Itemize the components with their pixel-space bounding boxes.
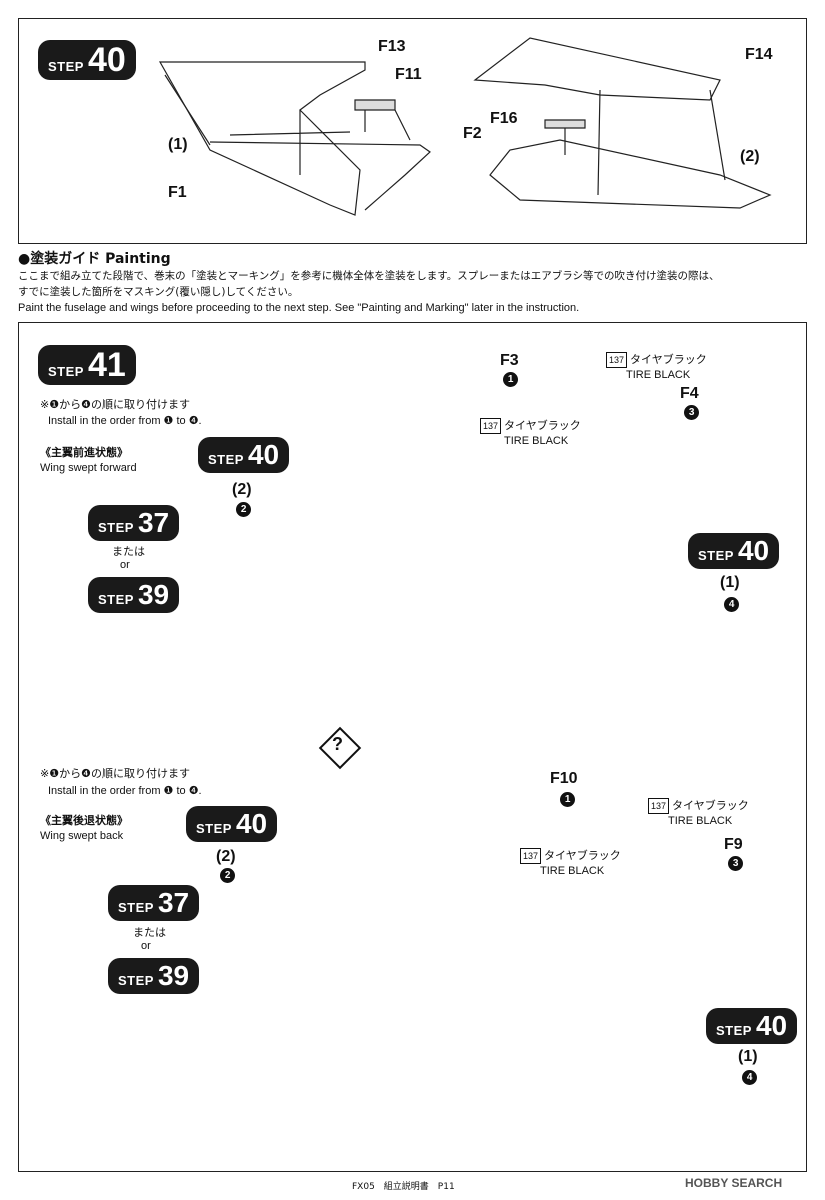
sub1-upper: (1) bbox=[720, 574, 740, 591]
page-footer: FX05 組立説明書 P11 bbox=[352, 1182, 455, 1192]
painting-en: Paint the fuselage and wings before proc… bbox=[18, 302, 580, 314]
f16-label: F16 bbox=[490, 110, 518, 127]
f1-label: F1 bbox=[168, 184, 187, 201]
or-en-upper: or bbox=[120, 559, 130, 571]
f9-label: F9 bbox=[724, 836, 743, 853]
painting-title: ●塗装ガイド Painting bbox=[18, 251, 171, 267]
or-jp-upper: または bbox=[112, 545, 145, 558]
or-en-lower: or bbox=[141, 940, 151, 952]
back-jp: 《主翼後退状態》 bbox=[40, 814, 128, 827]
f4-label: F4 bbox=[680, 385, 699, 402]
f10-label: F10 bbox=[550, 770, 578, 787]
f13-label: F13 bbox=[378, 38, 406, 55]
forward-en: Wing swept forward bbox=[40, 462, 137, 474]
painting-jp-2: すでに塗装した箇所をマスキング(覆い隠し)してください。 bbox=[18, 286, 299, 298]
order-note-en-lower: Install in the order from ❶ to ❹. bbox=[48, 785, 202, 797]
back-en: Wing swept back bbox=[40, 830, 124, 842]
choice-mark-text: ? bbox=[332, 734, 343, 754]
order-note-jp: ※❶から❹の順に取り付けます bbox=[40, 398, 190, 411]
sub2-upper: (2) bbox=[232, 481, 252, 498]
f11-label: F11 bbox=[395, 66, 422, 83]
order-note-jp-lower: ※❶から❹の順に取り付けます bbox=[40, 767, 190, 780]
step41-panel bbox=[18, 322, 807, 1172]
step40-sub1: (1) bbox=[168, 136, 188, 153]
f14-label: F14 bbox=[745, 46, 773, 63]
order-note-en: Install in the order from ❶ to ❹. bbox=[48, 415, 202, 427]
f2-label: F2 bbox=[463, 125, 482, 142]
sub2-lower: (2) bbox=[216, 848, 236, 865]
painting-jp-1: ここまで組み立てた段階で、巻末の「塗装とマーキング」を参考に機体全体を塗装をしま… bbox=[18, 270, 720, 282]
or-jp-lower: または bbox=[133, 926, 166, 939]
step40-sub2: (2) bbox=[740, 148, 760, 165]
step40-panel bbox=[18, 18, 807, 244]
forward-jp: 《主翼前進状態》 bbox=[40, 446, 128, 459]
watermark: HOBBY SEARCH bbox=[685, 1176, 783, 1190]
f3-label: F3 bbox=[500, 352, 519, 369]
sub1-lower: (1) bbox=[738, 1048, 758, 1065]
